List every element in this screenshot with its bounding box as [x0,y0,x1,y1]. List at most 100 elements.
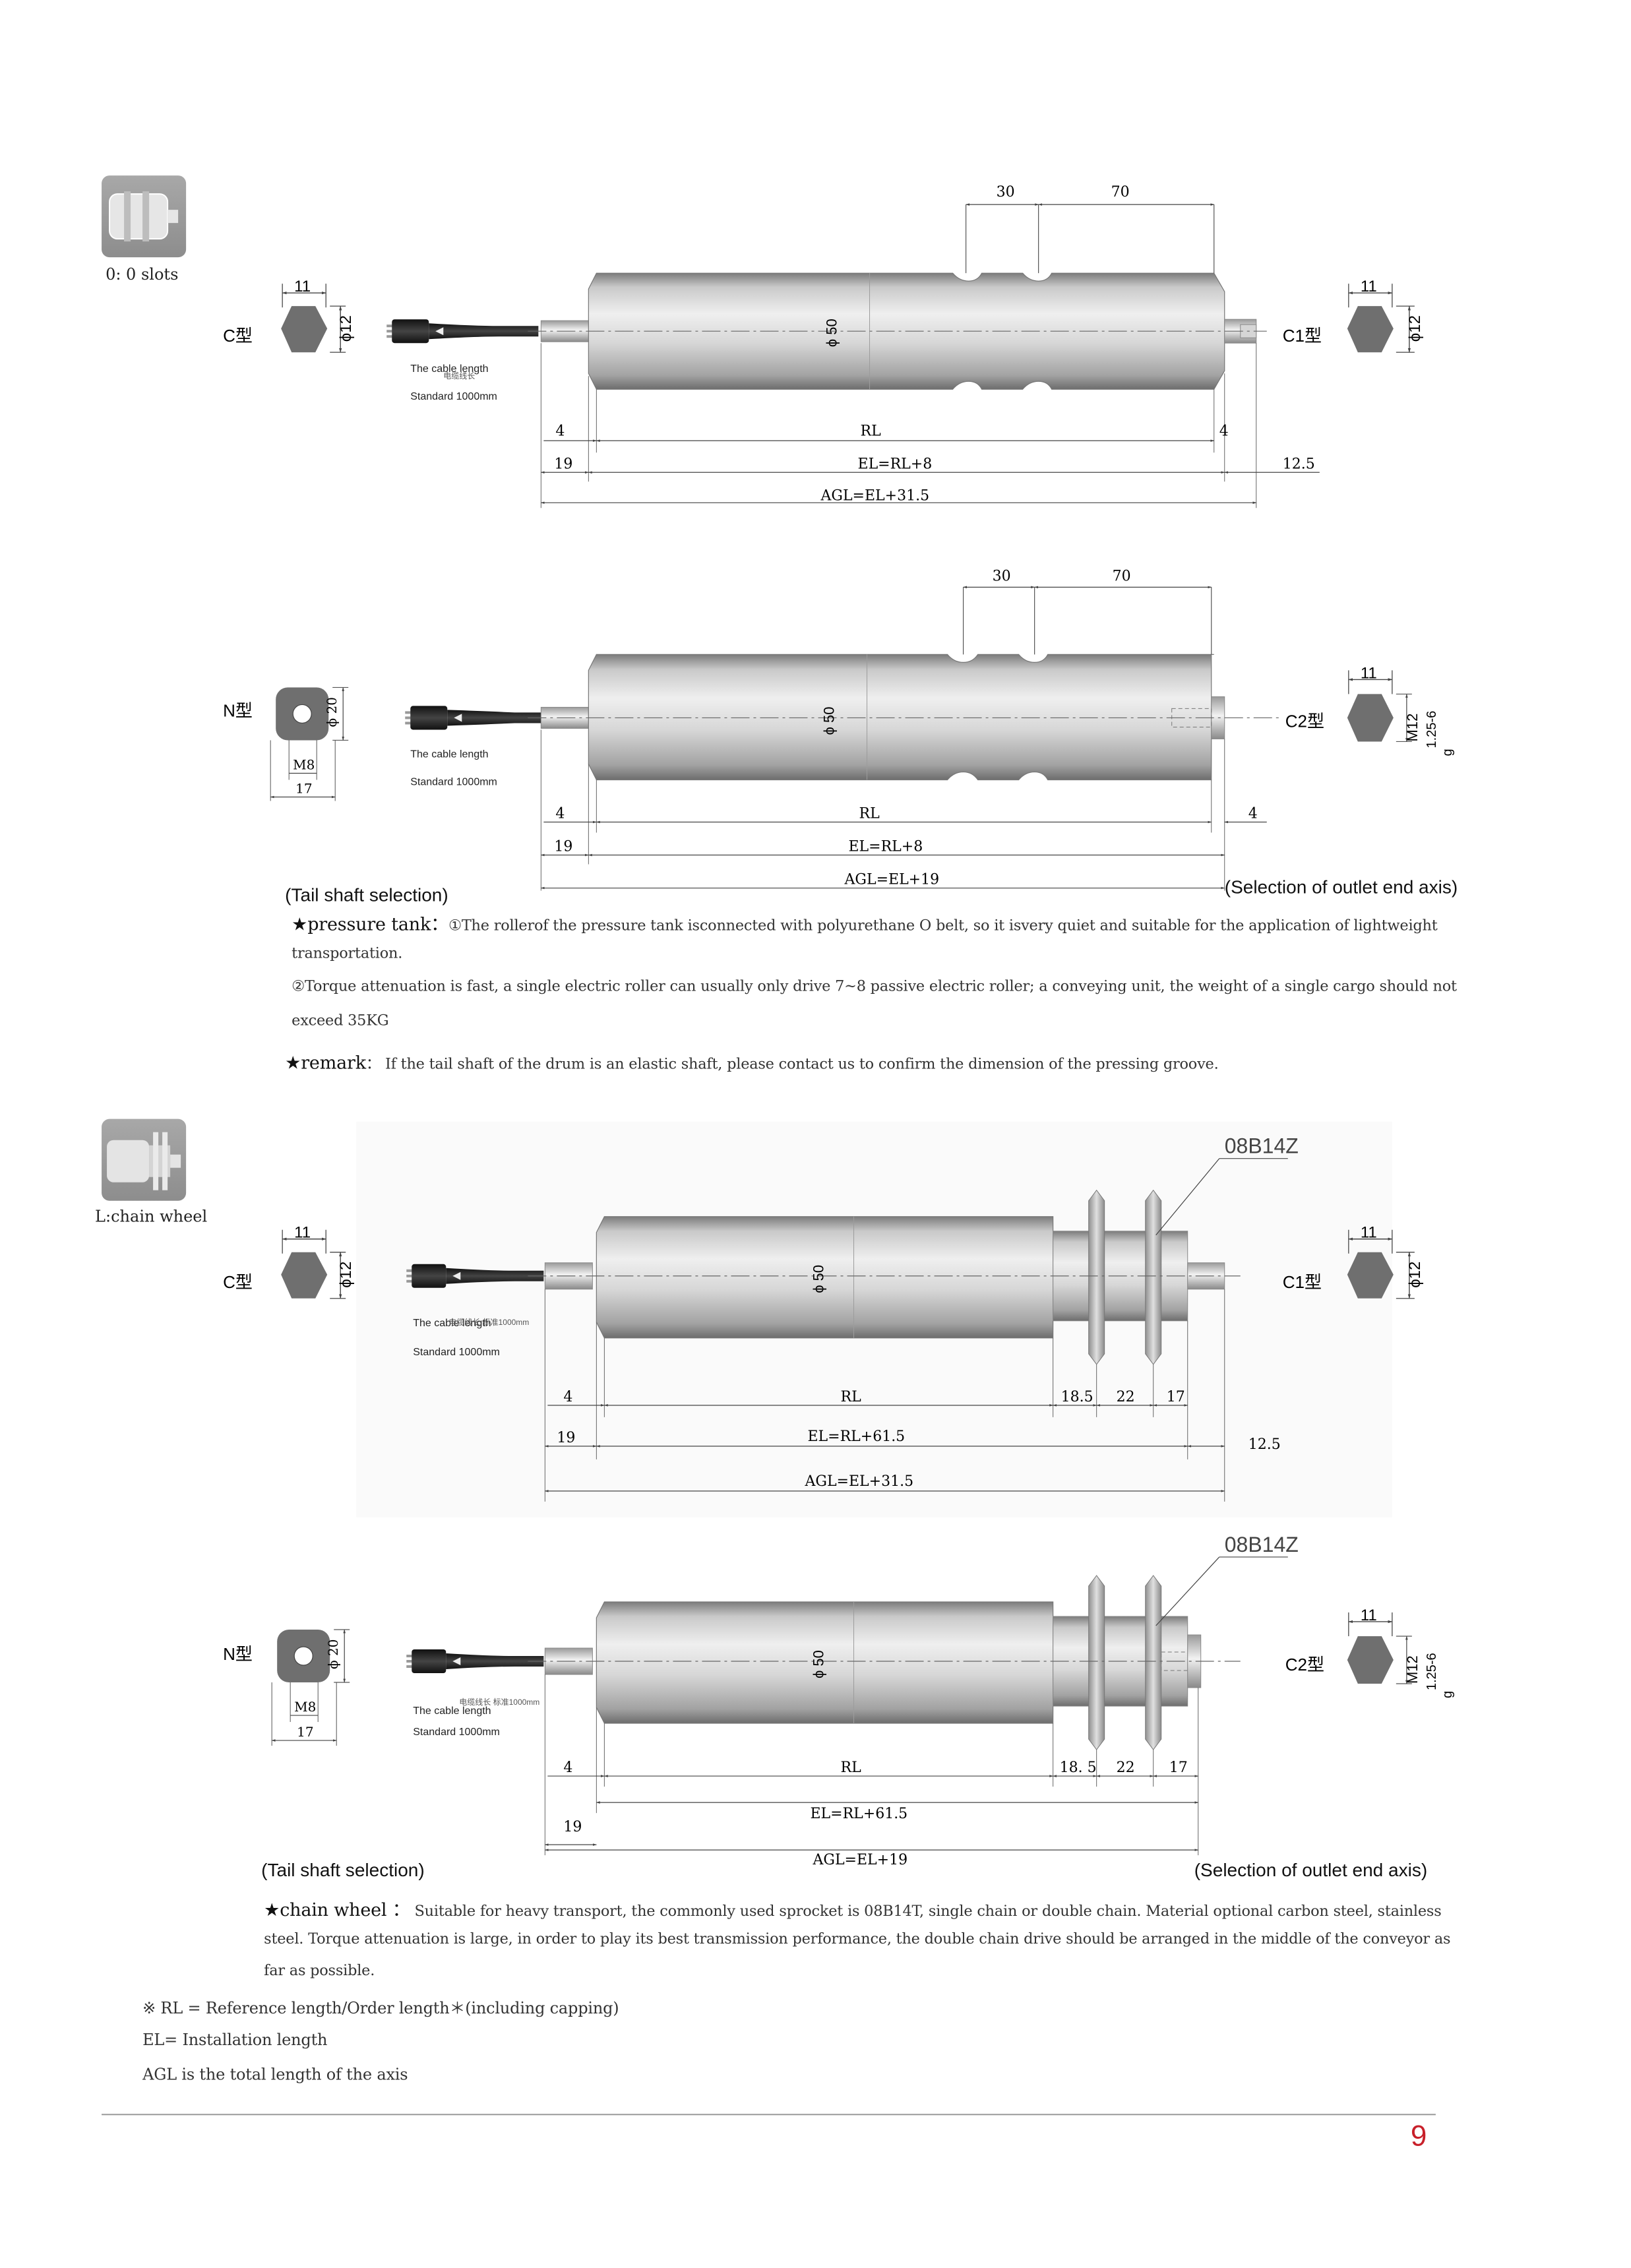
svg-text:70: 70 [1113,568,1131,584]
svg-text:M8: M8 [293,756,315,772]
hex-shaft-c-icon [281,306,328,353]
svg-text:M12: M12 [1404,1655,1421,1684]
svg-text:11: 11 [1361,664,1377,682]
svg-text:4: 4 [563,1760,572,1776]
svg-text:The cable length: The cable length [410,363,488,375]
chain-wheel-label: L:chain wheel [95,1207,208,1226]
svg-text:The cable length: The cable length [413,1318,491,1329]
pressure-tank-note-2b: exceed 35KG [292,1012,389,1029]
svg-text:22: 22 [1117,1389,1135,1405]
svg-text:g: g [1440,1691,1455,1698]
svg-text:22: 22 [1117,1760,1135,1776]
pressure-tank-note-2: ②Torque attenuation is fast, a single el… [292,977,1457,995]
footer-divider [102,2114,1436,2116]
svg-text:12.5: 12.5 [1283,456,1315,472]
svg-text:ϕ12: ϕ12 [337,1262,355,1288]
svg-text:AGL=EL+19: AGL=EL+19 [812,1852,908,1868]
svg-text:ϕ 50: ϕ 50 [824,319,840,347]
svg-text:EL=RL+8: EL=RL+8 [849,839,923,855]
svg-text:4: 4 [1248,805,1258,822]
svg-text:ϕ 20: ϕ 20 [325,1640,341,1669]
svg-text:11: 11 [294,1224,311,1242]
tail-shaft-caption-2: (Tail shaft selection) [261,1859,425,1881]
n-type-label: N型 [223,700,253,720]
svg-text:The cable length: The cable length [413,1705,491,1717]
svg-text:18.5: 18.5 [1061,1389,1093,1405]
svg-text:17: 17 [1167,1389,1185,1405]
svg-text:19: 19 [557,1430,575,1446]
svg-text:N型: N型 [223,1644,253,1664]
svg-text:EL=RL+61.5: EL=RL+61.5 [807,1428,905,1445]
svg-text:70: 70 [1111,184,1130,200]
svg-text:ϕ 50: ϕ 50 [810,1650,826,1678]
svg-text:30: 30 [993,568,1011,584]
svg-text:电缆线长: 电缆线长 [443,371,475,381]
power-cable [429,323,539,340]
svg-text:C型: C型 [223,1272,253,1292]
svg-text:AGL=EL+31.5: AGL=EL+31.5 [820,487,929,504]
svg-text:17: 17 [297,1724,313,1740]
svg-text:电缆线长 标准1000mm: 电缆线长 标准1000mm [448,1318,529,1327]
hex-shaft-c2-icon [1347,694,1394,742]
svg-text:M8: M8 [294,1699,316,1715]
svg-text:电缆线长 标准1000mm: 电缆线长 标准1000mm [459,1698,539,1707]
drawing-c-type-chain: C型 11 ϕ12 The cable length 电缆线长 标准1000mm… [223,1121,1424,1517]
svg-text:18. 5: 18. 5 [1060,1760,1097,1776]
svg-text:AGL=EL+19: AGL=EL+19 [844,872,940,888]
pressure-tank-note-1b: transportation. [292,944,403,962]
svg-text:Standard 1000mm: Standard 1000mm [413,1727,500,1738]
legend-rl: ※ RL = Reference length/Order length＊(in… [142,1999,619,2018]
svg-text:EL=RL+8: EL=RL+8 [858,456,933,472]
sprocket-code-label: 08B14Z [1225,1134,1299,1158]
svg-text:4: 4 [555,423,565,439]
page-number: 9 [1410,2119,1427,2153]
sprocket-1 [1088,1189,1105,1365]
legend-el: EL= Installation length [142,2031,328,2050]
svg-text:30: 30 [997,184,1015,200]
cable-plug [392,319,429,344]
sprocket-2 [1145,1189,1162,1365]
slots-label: 0: 0 slots [106,265,179,284]
svg-text:RL: RL [861,423,882,439]
svg-text:M12: M12 [1404,714,1421,742]
svg-text:ϕ12: ϕ12 [337,315,355,342]
remark-note: ★remark： If the tail shaft of the drum i… [285,1053,1219,1074]
hex-shaft-c2-icon [1347,1636,1394,1684]
chain-wheel-note-3: far as possible. [264,1962,375,1980]
chain-roller-icon [107,1132,181,1190]
svg-text:19: 19 [554,839,572,855]
chain-wheel-note-1: ★chain wheel ： Suitable for heavy transp… [264,1900,1442,1922]
svg-text:08B14Z: 08B14Z [1225,1533,1299,1556]
legend-agl: AGL is the total length of the axis [142,2065,408,2084]
svg-text:C2型: C2型 [1285,1655,1324,1674]
hex-shaft-c1-icon [1347,306,1394,353]
svg-text:11: 11 [1361,1607,1377,1624]
svg-text:RL: RL [841,1760,862,1776]
svg-text:11: 11 [1361,278,1377,295]
svg-text:1.25-6: 1.25-6 [1425,711,1439,749]
hex-shaft-c1-icon [1347,1252,1394,1299]
svg-text:11: 11 [294,278,311,295]
svg-text:ϕ 50: ϕ 50 [821,707,838,735]
svg-text:11: 11 [1361,1224,1377,1242]
svg-text:17: 17 [1169,1760,1188,1776]
svg-text:ϕ 50: ϕ 50 [810,1265,826,1293]
drawing-n-type-chain: N型 ϕ 20 M8 17 电缆线长 标准1000mm The cable le… [223,1533,1455,1868]
drawing-c-type-slots: C型 11 ϕ12 The cable length 电缆线长 Standard… [223,184,1424,508]
chain-wheel-thumbnail [102,1119,187,1201]
svg-text:AGL=EL+31.5: AGL=EL+31.5 [804,1473,913,1490]
c1-type-label: C1型 [1283,326,1322,346]
outlet-axis-caption-2: (Selection of outlet end axis) [1194,1859,1428,1881]
svg-text:4: 4 [555,805,565,822]
svg-text:4: 4 [1219,423,1229,439]
pressure-tank-note-1: ★pressure tank：①The rollerof the pressur… [292,914,1438,936]
c2-type-label: C2型 [1285,711,1324,731]
svg-text:C1型: C1型 [1283,1272,1322,1292]
svg-text:ϕ12: ϕ12 [1406,315,1424,342]
svg-text:RL: RL [841,1389,862,1405]
hex-shaft-c-icon [281,1252,328,1299]
svg-text:Standard 1000mm: Standard 1000mm [410,391,497,402]
svg-text:1.25-6: 1.25-6 [1425,1653,1439,1690]
svg-text:19: 19 [563,1819,582,1835]
